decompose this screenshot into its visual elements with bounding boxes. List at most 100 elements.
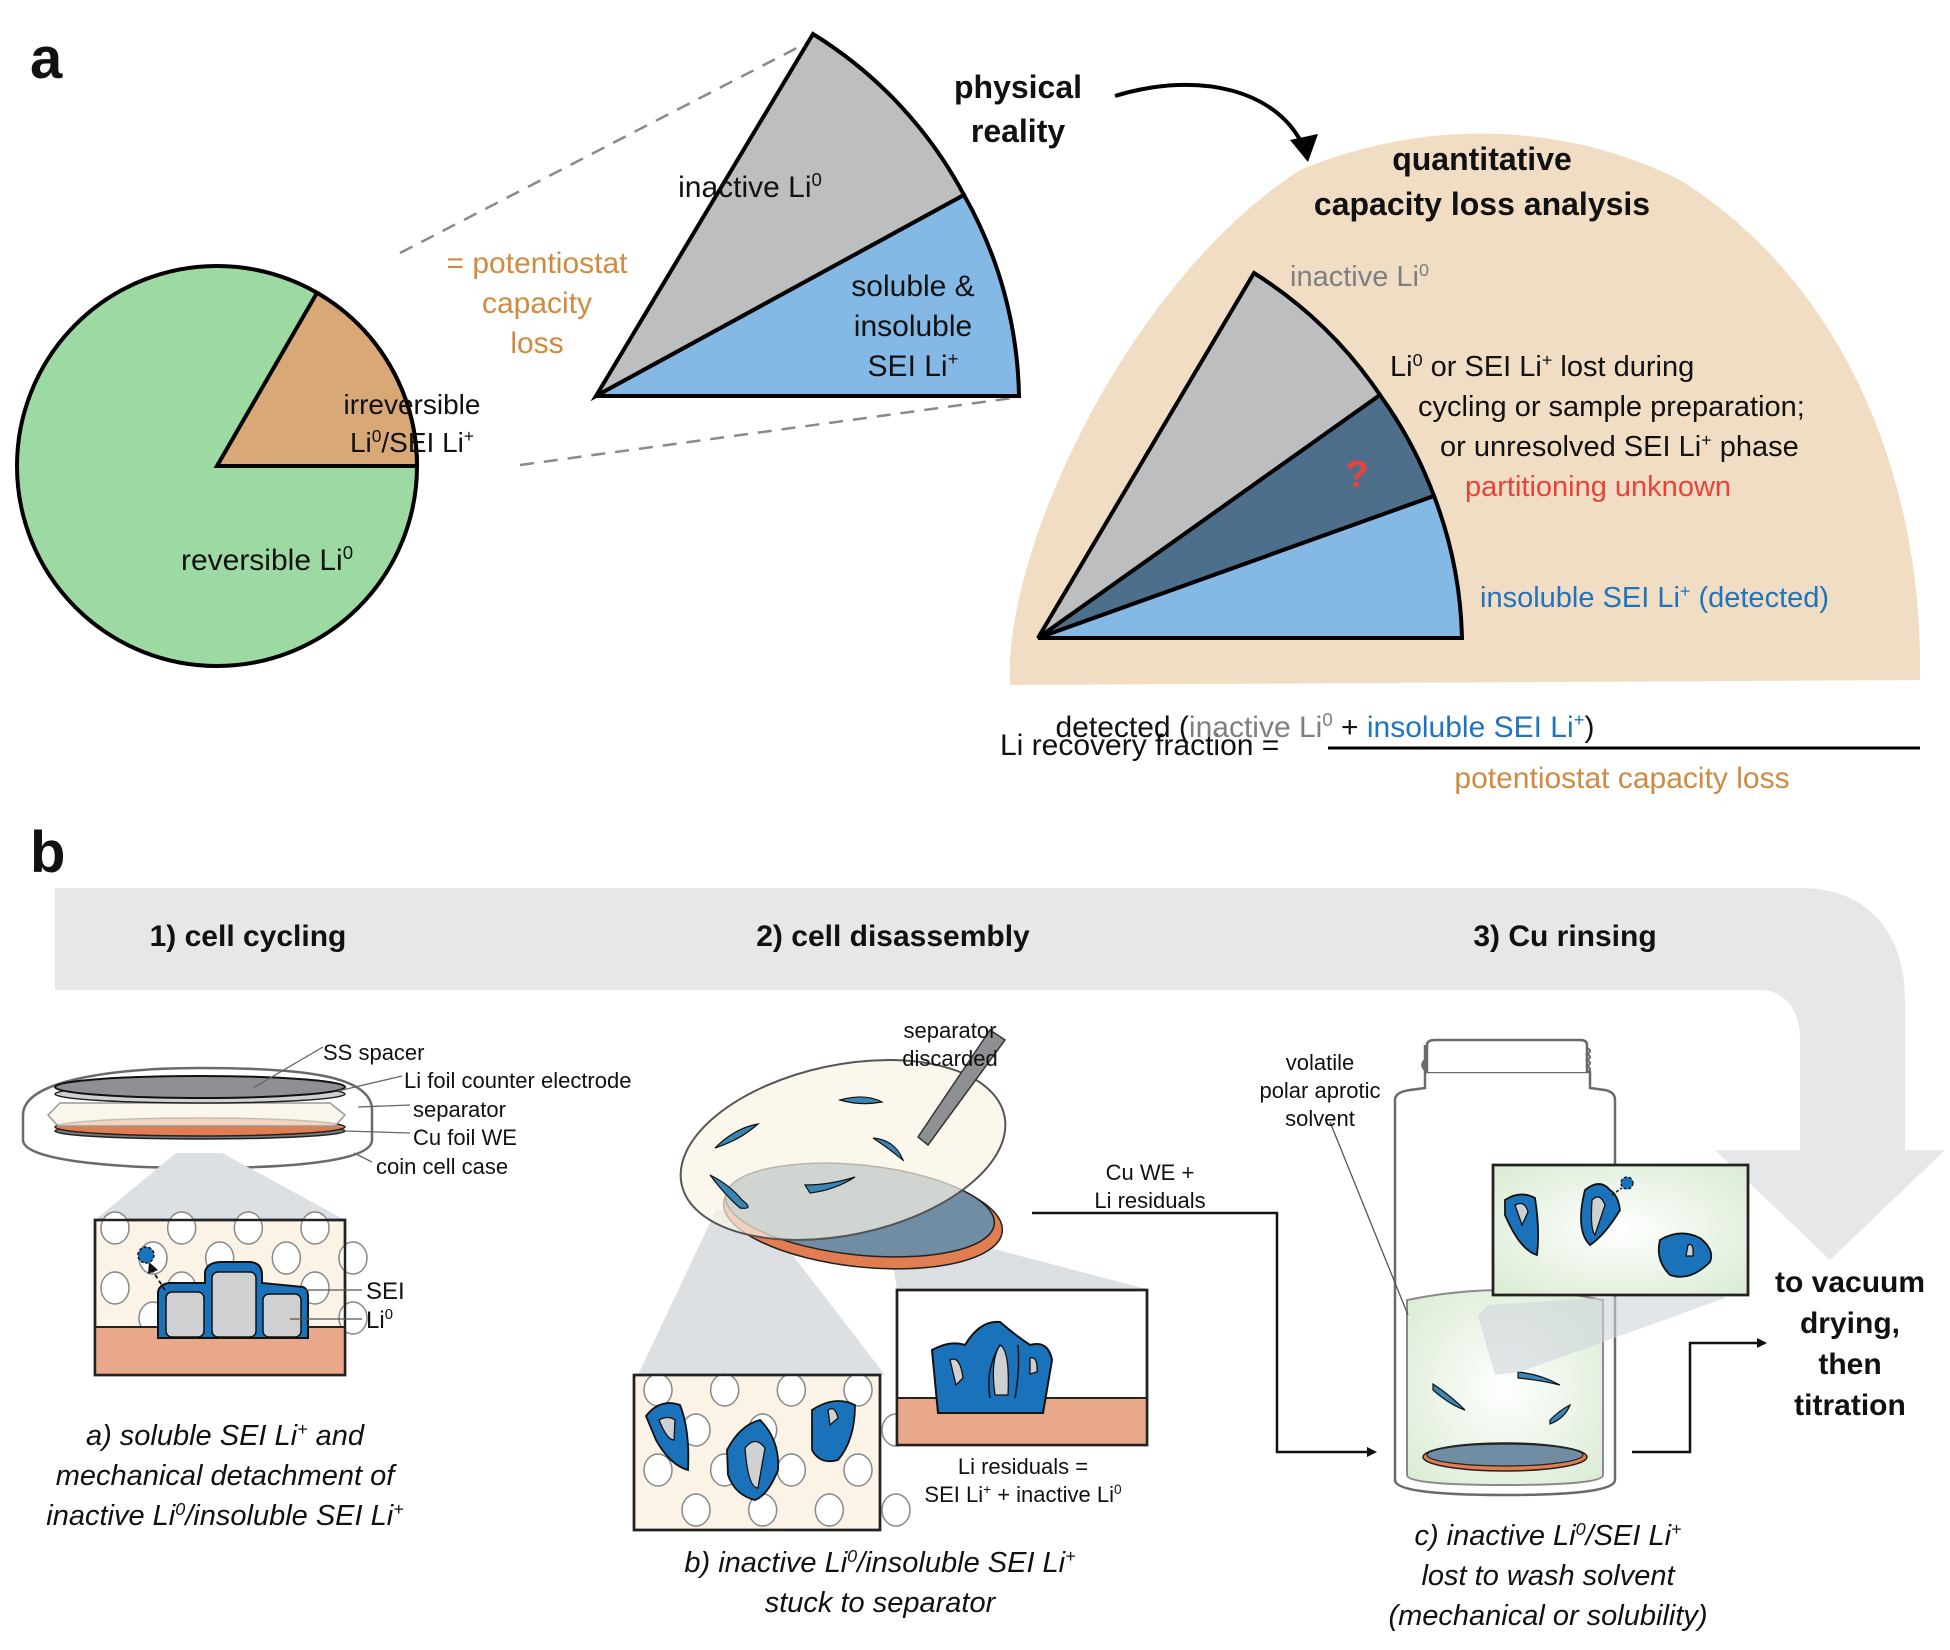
analysis-label-detected: insoluble SEI Li+ (detected) [1480, 581, 1829, 614]
pore [100, 1211, 130, 1245]
inset-a-label-sei: SEI [366, 1278, 405, 1305]
caption-c-line1: c) inactive Li0/SEI Li+ [1414, 1519, 1681, 1552]
separator-discarded-line1: separator [904, 1018, 997, 1043]
coin-label-ss-spacer: SS spacer [323, 1040, 425, 1065]
pore [300, 1211, 330, 1245]
wedge-label-sei-line2: insoluble [854, 310, 972, 343]
pore [843, 1453, 873, 1487]
panel-a-label: a [30, 26, 63, 91]
pore [233, 1211, 264, 1245]
caption-b-line1: b) inactive Li0/insoluble SEI Li+ [684, 1546, 1075, 1579]
wedge-slice-sei [595, 192, 1022, 398]
zoom-guide-top [399, 34, 821, 255]
inset-a-label-li: Li0 [366, 1307, 393, 1334]
pore [709, 1373, 740, 1407]
analysis-label-inactive: inactive Li0 [1290, 260, 1429, 293]
ss-spacer-disc [54, 1075, 346, 1099]
caption-b-line2: stuck to separator [765, 1587, 997, 1619]
cu-we-in-vial [1426, 1443, 1584, 1467]
separator-discarded-disc [679, 1059, 1007, 1241]
partitioning-unknown-label: partitioning unknown [1465, 471, 1731, 503]
pie-label-reversible: reversible Li0 [181, 542, 353, 577]
pie-label-irreversible-line2: Li0/SEI Li+ [350, 426, 474, 458]
physical-reality-line2: reality [971, 113, 1065, 149]
inset-b1-zoom-cone [638, 1210, 885, 1375]
tweezers-icon [916, 1028, 1007, 1147]
curved-arrow-head-icon [1290, 134, 1318, 162]
pie-label-irreversible-line1: irreversible [344, 389, 481, 420]
output-arrow [1632, 1338, 1767, 1454]
coin-cell-illustration [21, 1066, 374, 1170]
physical-reality-line1: physical [954, 69, 1082, 105]
unknown-question-mark: ? [1345, 454, 1368, 496]
inset-c [1491, 1163, 1750, 1297]
process-flow-band [55, 888, 1945, 1260]
wedge-label-inactive: inactive Li0 [678, 169, 822, 204]
capacity-pie [15, 264, 420, 668]
pore [100, 1271, 130, 1305]
analysis-slice-detected [1037, 493, 1465, 640]
analysis-title-line2: capacity loss analysis [1314, 186, 1650, 222]
pie-slice-irreversible [213, 290, 420, 468]
inset-a [93, 1211, 368, 1377]
coin-label-separator: separator [413, 1097, 506, 1122]
transfer-arrow [1032, 1211, 1377, 1457]
step-1-label: 1) cell cycling [150, 920, 347, 953]
solvent-label-line2: polar aprotic [1259, 1078, 1380, 1103]
solvent-label-line3: solvent [1285, 1106, 1355, 1131]
li-fragments-on-separator [709, 1096, 905, 1209]
curved-arrow-icon [1114, 82, 1307, 151]
separator-discarded-line2: discarded [902, 1046, 997, 1071]
caption-a-line2: mechanical detachment of [56, 1460, 397, 1492]
pore [166, 1211, 197, 1245]
zoom-guide-bottom [519, 395, 1021, 467]
caption-a-line3: inactive Li0/insoluble SEI Li+ [46, 1499, 403, 1532]
pore [881, 1493, 911, 1527]
pore [843, 1373, 873, 1407]
step-2-label: 2) cell disassembly [756, 920, 1030, 953]
residuals-label-line1: Li residuals = [958, 1454, 1088, 1479]
analysis-wedge [1036, 270, 1465, 640]
wedge-label-sei-line3: SEI Li+ [868, 348, 959, 383]
caption-a-line1: a) soluble SEI Li+ and [86, 1419, 365, 1452]
pore [681, 1493, 711, 1527]
coin-label-cu-foil: Cu foil WE [413, 1125, 517, 1150]
formula-lhs: Li recovery fraction = [1000, 729, 1279, 762]
panel-b-label: b [30, 820, 65, 885]
pore [776, 1373, 807, 1407]
analysis-lost-line3: or unresolved SEI Li+ phase [1440, 430, 1799, 463]
formula-numerator: detected (inactive Li0 + insoluble SEI L… [1055, 709, 1594, 744]
formula-denominator: potentiostat capacity loss [1454, 762, 1789, 795]
inset-b1 [632, 1373, 911, 1532]
pore [271, 1241, 302, 1275]
coin-label-case: coin cell case [376, 1154, 508, 1179]
solvent-label-line1: volatile [1286, 1050, 1354, 1075]
coin-label-li-foil: Li foil counter electrode [404, 1068, 631, 1093]
potentiostat-label-line1: = potentiostat [447, 247, 629, 280]
analysis-title-line1: quantitative [1392, 141, 1572, 177]
pore [776, 1453, 807, 1487]
inset-b2 [895, 1288, 1149, 1447]
separator-disc [46, 1102, 347, 1127]
physical-reality-wedge [590, 31, 1022, 402]
pore [338, 1241, 368, 1275]
final-step-line1: to vacuum [1775, 1266, 1925, 1299]
final-step-line3: then [1818, 1348, 1881, 1381]
wedge-label-sei-line1: soluble & [851, 270, 974, 303]
caption-c-line2: lost to wash solvent [1421, 1560, 1676, 1592]
final-step-line4: titration [1794, 1389, 1906, 1422]
cu-we-label-line2: Li residuals [1094, 1188, 1205, 1213]
step-3-label: 3) Cu rinsing [1473, 920, 1656, 953]
residuals-label-line2: SEI Li+ + inactive Li0 [924, 1482, 1122, 1507]
analysis-lost-line2: cycling or sample preparation; [1418, 391, 1805, 423]
caption-c-line3: (mechanical or solubility) [1388, 1600, 1707, 1632]
pore [643, 1373, 673, 1407]
analysis-lost-line1: Li0 or SEI Li+ lost during [1390, 350, 1694, 383]
potentiostat-label-line3: loss [510, 327, 563, 360]
inset-a-zoom-cone [95, 1153, 345, 1220]
analysis-slice-inactive [1036, 270, 1383, 640]
wedge-slice-inactive [590, 31, 967, 402]
pore [643, 1453, 673, 1487]
final-step-line2: drying, [1800, 1307, 1900, 1340]
